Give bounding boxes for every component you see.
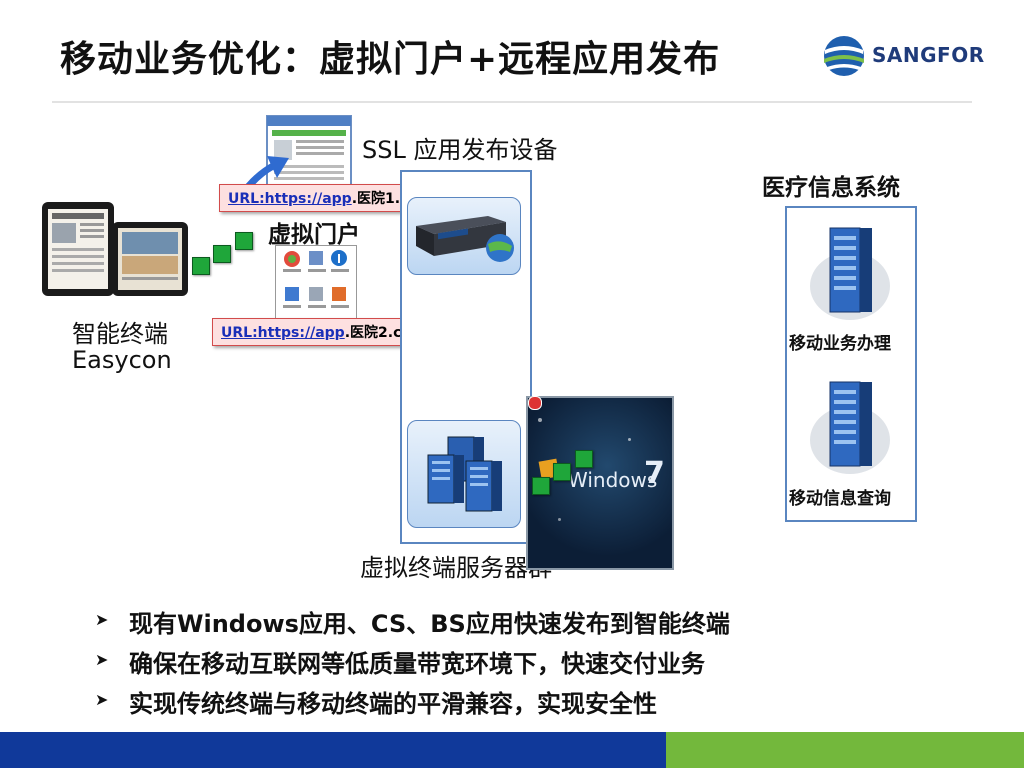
ssl-appliance-tile bbox=[407, 197, 521, 275]
vdi-servers-tile bbox=[407, 420, 521, 528]
arrow-bullet-icon: ➤ bbox=[95, 690, 109, 709]
terminal-label: 智能终端 bbox=[72, 320, 168, 348]
footer-bar-green bbox=[666, 732, 1024, 768]
virtual-portal-label: 虚拟门户 bbox=[268, 222, 360, 248]
close-icon[interactable] bbox=[528, 396, 542, 410]
terminal-label-sub: Easycon bbox=[72, 346, 172, 374]
connector-square bbox=[575, 450, 593, 468]
url-box-hospital2: URL:https://app.医院2.com bbox=[212, 318, 435, 346]
footer-bar-blue bbox=[0, 732, 666, 768]
server2-label: 移动信息查询 bbox=[789, 489, 891, 509]
sangfor-logo: SANGFOR bbox=[822, 34, 985, 78]
url1-link[interactable]: URL:https://app bbox=[228, 191, 352, 207]
app-icons-grid bbox=[275, 245, 357, 319]
server1-label: 移动业务办理 bbox=[789, 334, 891, 354]
connector-square bbox=[192, 257, 210, 275]
ssl-appliance-icon bbox=[416, 216, 514, 262]
tablet-devices-image bbox=[40, 200, 190, 300]
arrow-bullet-icon: ➤ bbox=[95, 650, 109, 669]
sparkle bbox=[558, 518, 561, 521]
server-cluster-icon bbox=[427, 436, 502, 512]
windows7-screen: Windows 7 bbox=[526, 396, 674, 570]
windows-label: Windows bbox=[568, 468, 658, 492]
arrow-bullet-icon: ➤ bbox=[95, 610, 109, 629]
medical-system-label: 医疗信息系统 bbox=[762, 175, 900, 201]
page-title: 移动业务优化：虚拟门户+远程应用发布 bbox=[60, 39, 721, 80]
globe-logo-icon bbox=[824, 36, 864, 76]
logo-text: SANGFOR bbox=[872, 43, 985, 67]
sparkle bbox=[538, 418, 542, 422]
connector-square bbox=[213, 245, 231, 263]
vdi-label: 虚拟终端服务器群 bbox=[360, 554, 552, 582]
bullet-text: 现有Windows应用、CS、BS应用快速发布到智能终端 bbox=[129, 610, 730, 638]
bullet-text: 确保在移动互联网等低质量带宽环境下，快速交付业务 bbox=[129, 650, 705, 678]
connector-square bbox=[532, 477, 550, 495]
windows-version: 7 bbox=[644, 456, 665, 491]
server-tower-icon bbox=[808, 376, 894, 478]
connector-square bbox=[553, 463, 571, 481]
server-tower-icon bbox=[808, 222, 894, 324]
url2-link[interactable]: URL:https://app bbox=[221, 325, 345, 341]
connector-square bbox=[235, 232, 253, 250]
bullet-text: 实现传统终端与移动终端的平滑兼容，实现安全性 bbox=[129, 690, 657, 718]
ssl-device-label: SSL 应用发布设备 bbox=[362, 136, 558, 164]
sparkle bbox=[628, 438, 631, 441]
title-divider bbox=[52, 101, 972, 103]
